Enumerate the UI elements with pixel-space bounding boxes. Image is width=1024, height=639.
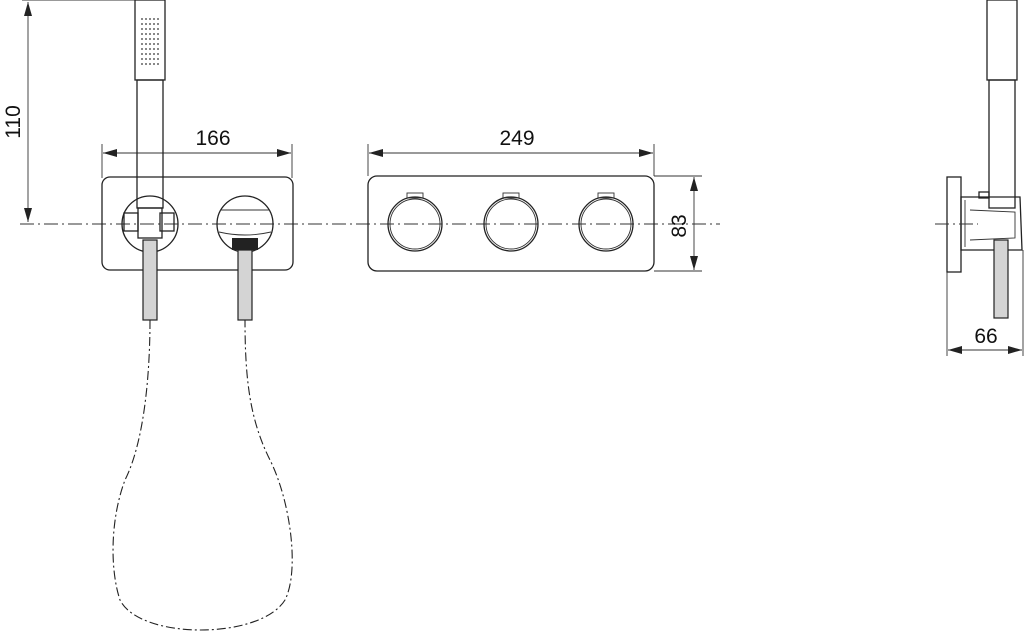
dimension-249-label: 249 [499,127,534,150]
side-wall-plate [946,176,962,273]
hand-shower-handle [136,79,164,209]
dimension-83-label: 83 [668,214,691,237]
dimension-110: 110 [2,0,135,222]
dimension-110-label: 110 [2,105,25,138]
side-hose [993,239,1009,319]
control-knob-3 [578,192,634,252]
dimension-249: 249 [367,127,655,176]
hose-loop [112,319,293,631]
dimension-166: 166 [101,127,293,178]
dimension-166-label: 166 [195,127,230,150]
control-knob-2 [483,192,539,252]
nozzle-grid [141,18,159,65]
dimension-66-label: 66 [974,325,997,348]
hose-right [237,249,253,321]
control-knob-1 [387,192,443,252]
side-view [935,0,1023,319]
dimension-83: 83 [654,175,702,272]
three-control-plate [367,175,655,272]
side-shower-head [986,0,1018,81]
hose-connector-nut [232,238,258,250]
hand-shower-head [134,0,166,81]
hand-shower-plate [101,0,294,321]
hose-left [142,239,158,321]
dimension-66: 66 [946,250,1024,356]
